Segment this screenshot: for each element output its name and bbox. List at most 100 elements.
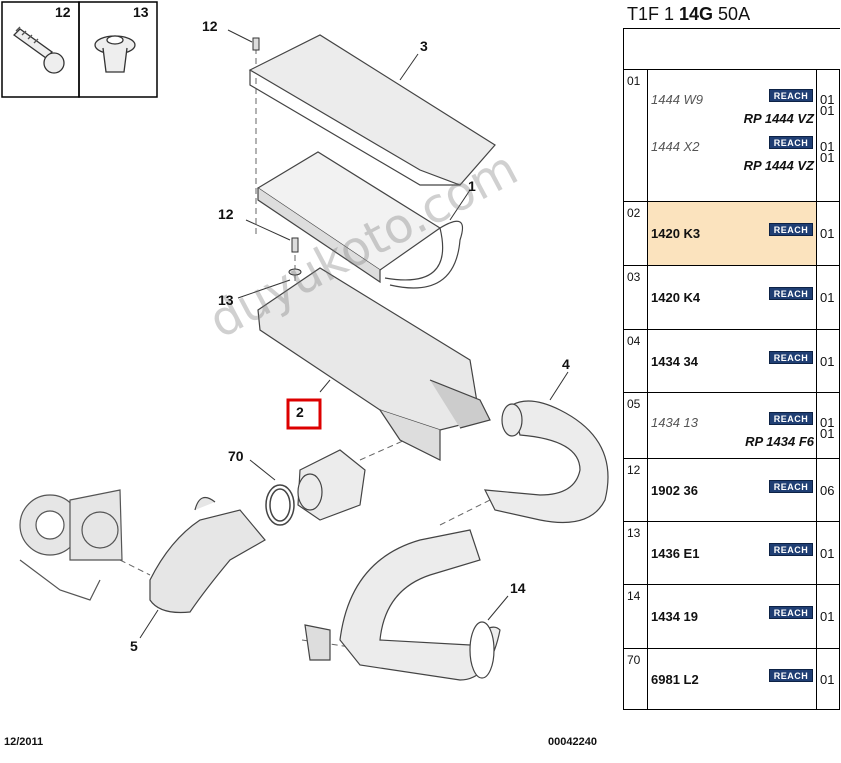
inset-label-13: 13	[133, 4, 149, 20]
reach-badge: REACH	[769, 351, 813, 364]
replacement-part-number[interactable]: RP 1444 VZ	[743, 111, 814, 126]
quantity: 01	[820, 609, 835, 624]
row-index: 01	[624, 70, 648, 201]
row-parts-cell: 1902 36 REACH	[648, 459, 816, 521]
selected-part-highlight	[286, 398, 322, 430]
callout-12-mid[interactable]: 12	[218, 206, 234, 222]
callout-70[interactable]: 70	[228, 448, 244, 464]
screw-12-mid-icon	[291, 237, 299, 253]
diagram-drawing	[1, 1, 609, 681]
intake-pipe-4	[483, 400, 609, 524]
row-parts-cell: 6981 L2 REACH	[648, 649, 816, 709]
grommet-13-inset-icon	[94, 35, 136, 73]
quantity: 01	[820, 290, 835, 305]
callout-3[interactable]: 3	[420, 38, 428, 54]
part-number[interactable]: 1420 K3	[651, 226, 701, 241]
turbo-inlet-hose-5	[149, 496, 266, 614]
quantity: 01	[820, 150, 835, 165]
reach-badge: REACH	[769, 543, 813, 556]
quantity: 01	[820, 546, 835, 561]
row-qty-cell: 01	[816, 330, 841, 392]
table-top-border	[623, 69, 840, 70]
row-qty-cell: 01	[816, 585, 841, 648]
row-index: 03	[624, 266, 648, 329]
air-flow-meter	[297, 449, 366, 521]
exploded-diagram: duyukoto.com 12 13 12 3 1 12 13 2 70 4 5…	[1, 1, 609, 748]
part-number[interactable]: 1434 19	[651, 609, 698, 624]
reference-header: T1F 1 14G 50A	[623, 0, 841, 28]
row-qty-cell: 01	[816, 266, 841, 329]
inset-box-13	[78, 1, 158, 98]
callout-13[interactable]: 13	[218, 292, 234, 308]
callout-5[interactable]: 5	[130, 638, 138, 654]
callout-1[interactable]: 1	[468, 178, 476, 194]
part-number[interactable]: 1444 W9	[651, 92, 704, 107]
row-qty-cell: 01	[816, 649, 841, 709]
part-number[interactable]: 1436 E1	[651, 546, 700, 561]
reach-badge: REACH	[769, 412, 813, 425]
row-parts-cell: 1436 E1 REACH	[648, 522, 816, 584]
replacement-part-number[interactable]: RP 1434 F6	[745, 434, 814, 449]
screw-12-top-icon	[252, 37, 260, 51]
row-parts-cell: 1434 34 REACH	[648, 330, 816, 392]
air-filter-element-1	[256, 151, 464, 289]
header-left-border	[623, 28, 624, 70]
clamp-ring-70	[265, 484, 295, 526]
replacement-part-number[interactable]: RP 1444 VZ	[743, 158, 814, 173]
ref-prefix: T1F 1	[627, 4, 680, 24]
quantity: 01	[820, 139, 835, 154]
row-index: 70	[624, 649, 648, 709]
row-parts-cell: 1434 13 REACH RP 1434 F6	[648, 393, 816, 458]
reach-badge: REACH	[769, 136, 813, 149]
air-filter-cover-3	[248, 34, 496, 186]
quantity: 01	[820, 415, 835, 430]
ref-bold: 14G	[679, 4, 714, 24]
quantity: 01	[820, 103, 835, 118]
row-index: 02	[624, 202, 648, 265]
callout-4[interactable]: 4	[562, 356, 570, 372]
part-number[interactable]: 1434 13	[651, 415, 698, 430]
part-number[interactable]: 6981 L2	[651, 672, 699, 687]
row-parts-cell: 1420 K4 REACH	[648, 266, 816, 329]
inset-label-12: 12	[55, 4, 71, 20]
row-index: 05	[624, 393, 648, 458]
part-number[interactable]: 1902 36	[651, 483, 698, 498]
quantity: 01	[820, 672, 835, 687]
callout-12-top[interactable]: 12	[202, 18, 218, 34]
callout-2[interactable]: 2	[296, 404, 304, 420]
row-parts-cell: 1420 K3 REACH	[648, 202, 816, 265]
air-intake-duct-14	[304, 529, 501, 681]
callout-14[interactable]: 14	[510, 580, 526, 596]
quantity: 01	[820, 354, 835, 369]
quantity: 01	[820, 426, 835, 441]
screw-12-inset-icon	[12, 26, 65, 74]
row-index: 13	[624, 522, 648, 584]
reach-badge: REACH	[769, 480, 813, 493]
row-parts-cell: 1444 W9 REACH RP 1444 VZ 1444 X2 REACH RP 144…	[648, 70, 816, 201]
footer-doc-number: 00042240	[548, 736, 597, 748]
quantity: 01	[820, 226, 835, 241]
part-number[interactable]: 1444 X2	[651, 139, 700, 154]
part-number[interactable]: 1434 34	[651, 354, 698, 369]
turbocharger	[19, 489, 123, 601]
reach-badge: REACH	[769, 669, 813, 682]
part-number[interactable]: 1420 K4	[651, 290, 701, 305]
reach-badge: REACH	[769, 223, 813, 236]
row-index: 04	[624, 330, 648, 392]
reach-badge: REACH	[769, 287, 813, 300]
reach-badge: REACH	[769, 89, 813, 102]
grommet-13-icon	[288, 268, 302, 276]
row-index: 14	[624, 585, 648, 648]
footer-date: 12/2011	[4, 736, 44, 748]
